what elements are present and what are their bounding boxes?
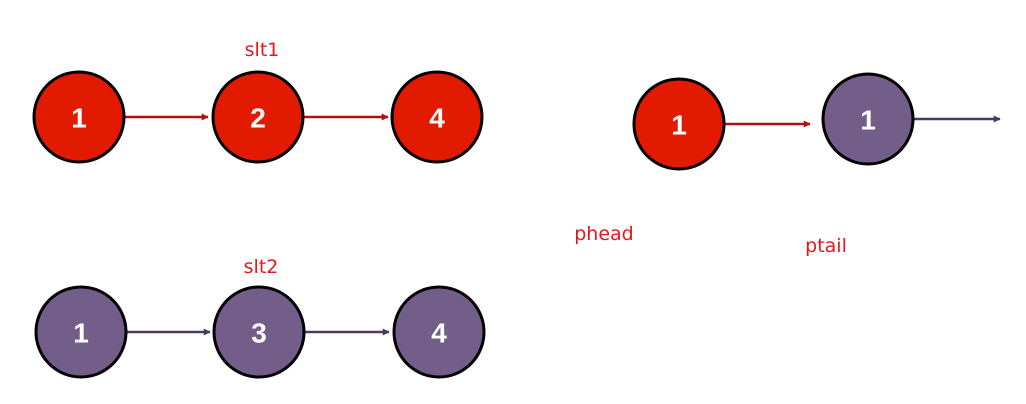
slt2-node-3-value: 4 <box>431 318 447 349</box>
merged-node-tail: 1 <box>821 72 915 166</box>
merged-node-head: 1 <box>632 77 726 171</box>
list-slt2: 1 3 4 slt2 <box>34 256 486 379</box>
slt2-node-1-value: 1 <box>73 318 89 349</box>
slt2-node-1: 1 <box>34 285 128 379</box>
ptail-label: ptail <box>805 235 847 257</box>
list-slt1: 1 2 4 slt1 <box>32 39 484 164</box>
slt1-label: slt1 <box>245 39 280 61</box>
slt1-node-3-value: 4 <box>429 103 445 134</box>
slt1-node-2: 2 <box>211 70 305 164</box>
phead-label: phead <box>574 223 634 245</box>
slt2-node-2: 3 <box>212 285 306 379</box>
merged-list: 1 1 phead ptail <box>574 72 1001 257</box>
slt2-node-3: 4 <box>392 285 486 379</box>
slt1-node-1: 1 <box>32 70 126 164</box>
slt1-node-2-value: 2 <box>250 103 266 134</box>
merged-node-tail-value: 1 <box>860 105 876 136</box>
merged-node-head-value: 1 <box>671 110 687 141</box>
slt2-node-2-value: 3 <box>251 318 267 349</box>
slt2-label: slt2 <box>244 256 279 278</box>
slt1-node-3: 4 <box>390 70 484 164</box>
slt1-node-1-value: 1 <box>71 103 87 134</box>
